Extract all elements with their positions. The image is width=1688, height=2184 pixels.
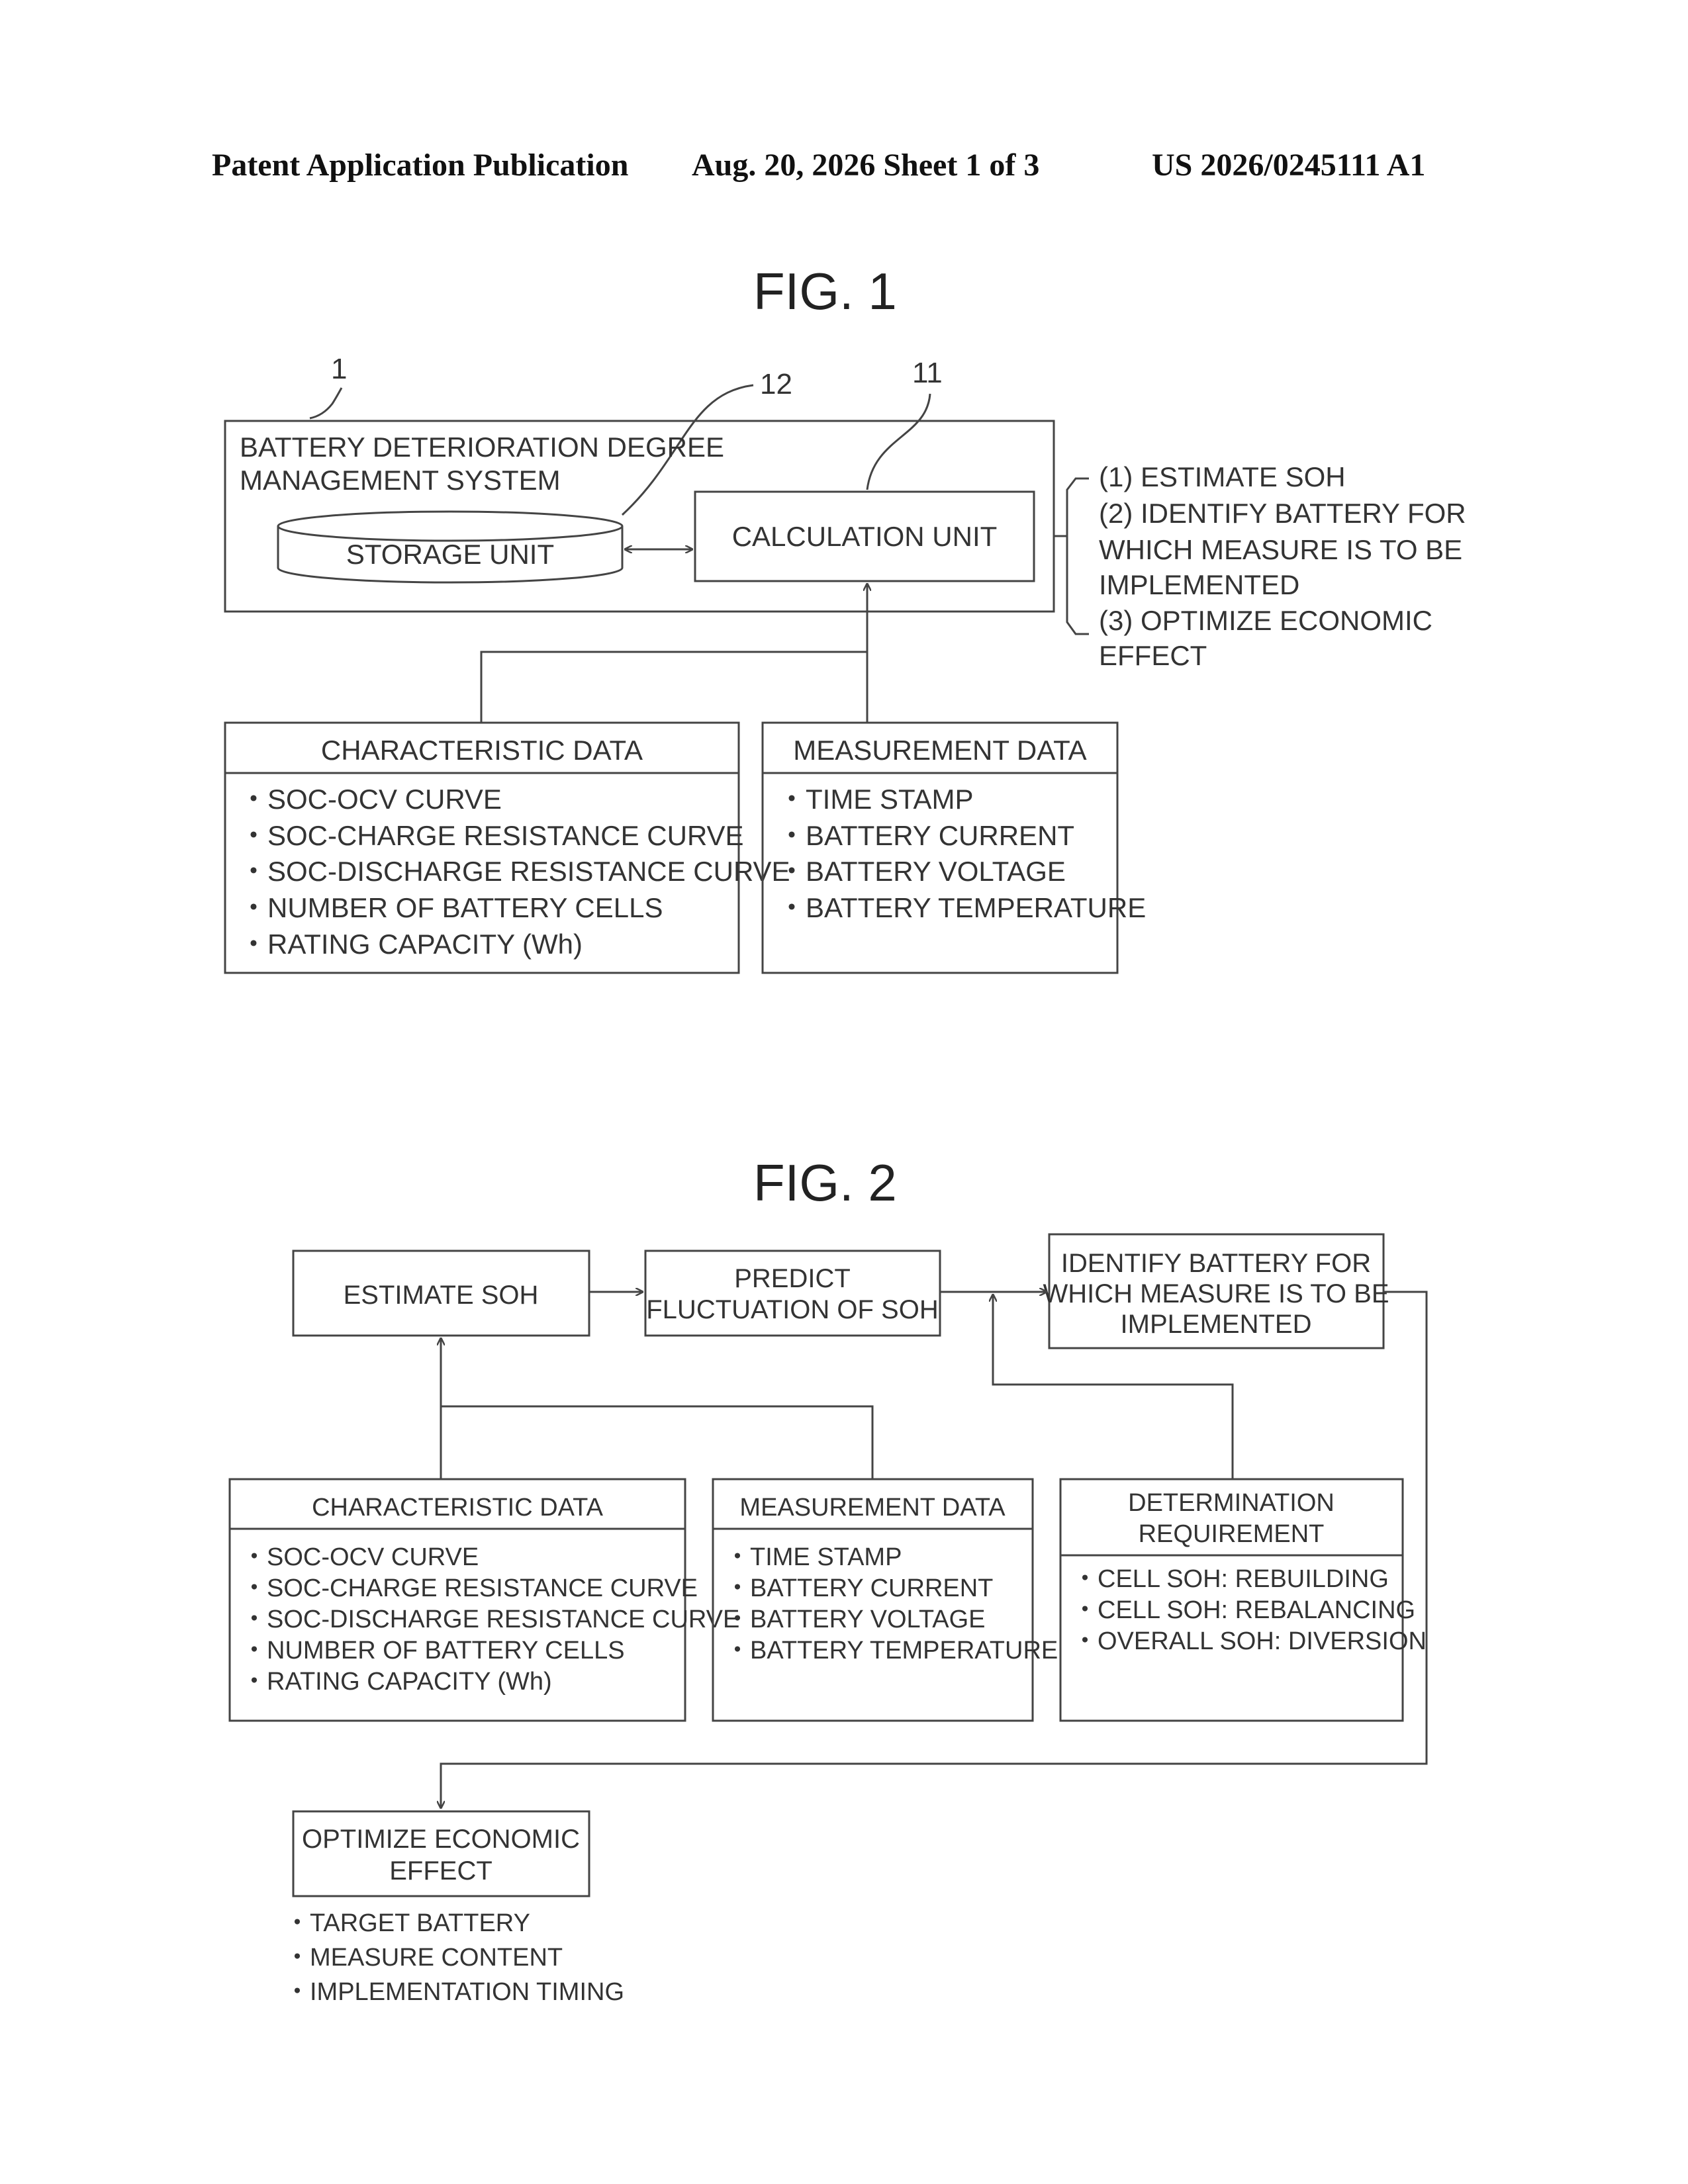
fig1-char-item: ・SOC-DISCHARGE RESISTANCE CURVE <box>240 856 790 887</box>
fig1-calc-label: CALCULATION UNIT <box>732 521 998 552</box>
fig2-char-item: ・NUMBER OF BATTERY CELLS <box>242 1637 625 1664</box>
fig2-optimize-item: ・IMPLEMENTATION TIMING <box>285 1978 624 2006</box>
fig1-storage-label: STORAGE UNIT <box>346 539 554 570</box>
fig1-char-item: ・SOC-CHARGE RESISTANCE CURVE <box>240 820 744 851</box>
fig1-storage-unit: STORAGE UNIT <box>278 512 622 582</box>
fig2-det-item: ・CELL SOH: REBUILDING <box>1072 1565 1389 1593</box>
fig2-characteristic-data: CHARACTERISTIC DATA ・SOC-OCV CURVE ・SOC-… <box>230 1479 739 1721</box>
fig1-char-item: ・RATING CAPACITY (Wh) <box>240 929 583 960</box>
fig1-ref-calc: 11 <box>912 357 943 389</box>
fig1-system-label-line1: BATTERY DETERIORATION DEGREE <box>240 432 724 463</box>
fig2-optimize-item: ・TARGET BATTERY <box>285 1909 530 1937</box>
fig2-predict-line2: FLUCTUATION OF SOH <box>646 1295 938 1324</box>
fig1-char-connector <box>481 652 867 723</box>
fig2-meas-item: ・BATTERY TEMPERATURE <box>725 1637 1058 1664</box>
fig1-meas-title: MEASUREMENT DATA <box>793 735 1086 766</box>
fig2-estimate-label: ESTIMATE SOH <box>344 1281 539 1310</box>
fig1-diagram: 1 12 11 BATTERY DETERIORATION DEGREE MAN… <box>225 353 1466 973</box>
fig2-det-item: ・CELL SOH: REBALANCING <box>1072 1596 1415 1624</box>
fig1-char-title: CHARACTERISTIC DATA <box>321 735 643 766</box>
fig2-identify-to-optimize-arrow <box>441 1292 1427 1808</box>
fig1-char-item: ・SOC-OCV CURVE <box>240 784 502 815</box>
fig1-ref-system: 1 <box>331 353 347 385</box>
fig2-identify-line2: WHICH MEASURE IS TO BE <box>1043 1279 1389 1308</box>
fig1-meas-item: ・BATTERY VOLTAGE <box>778 856 1066 887</box>
fig1-characteristic-data: CHARACTERISTIC DATA ・SOC-OCV CURVE ・SOC-… <box>225 723 790 973</box>
fig2-det-item: ・OVERALL SOH: DIVERSION <box>1072 1627 1427 1655</box>
fig2-diagram: ESTIMATE SOH PREDICT FLUCTUATION OF SOH … <box>230 1234 1427 2006</box>
fig2-optimize-line2: EFFECT <box>389 1856 492 1886</box>
fig2-meas-item: ・BATTERY VOLTAGE <box>725 1606 985 1633</box>
fig2-meas-item: ・BATTERY CURRENT <box>725 1574 993 1602</box>
fig1-measurement-data: MEASUREMENT DATA ・TIME STAMP ・BATTERY CU… <box>763 723 1146 973</box>
fig2-meas-item: ・TIME STAMP <box>725 1543 902 1571</box>
fig2-char-item: ・SOC-OCV CURVE <box>242 1543 479 1571</box>
fig2-char-item: ・SOC-CHARGE RESISTANCE CURVE <box>242 1574 698 1602</box>
fig1-function-2a: (2) IDENTIFY BATTERY FOR <box>1099 498 1466 529</box>
fig2-measurement-data: MEASUREMENT DATA ・TIME STAMP ・BATTERY CU… <box>713 1479 1058 1721</box>
fig2-det-title-line2: REQUIREMENT <box>1139 1520 1325 1548</box>
fig1-leader-system <box>310 388 342 418</box>
fig1-function-1: (1) ESTIMATE SOH <box>1099 461 1346 492</box>
fig1-bracket <box>1067 478 1089 634</box>
fig2-optimize-line1: OPTIMIZE ECONOMIC <box>302 1825 580 1854</box>
fig1-ref-storage: 12 <box>760 368 792 400</box>
fig2-char-item: ・RATING CAPACITY (Wh) <box>242 1668 552 1696</box>
fig1-function-2b: WHICH MEASURE IS TO BE <box>1099 534 1462 565</box>
fig1-char-item: ・NUMBER OF BATTERY CELLS <box>240 892 663 923</box>
fig1-storage-top <box>278 512 622 541</box>
fig2-predict-line1: PREDICT <box>734 1264 851 1293</box>
fig1-meas-item: ・BATTERY TEMPERATURE <box>778 892 1146 923</box>
fig2-identify-line3: IMPLEMENTED <box>1121 1310 1312 1339</box>
fig2-meas-connector <box>441 1406 872 1479</box>
fig1-meas-item: ・BATTERY CURRENT <box>778 820 1074 851</box>
fig2-char-item: ・SOC-DISCHARGE RESISTANCE CURVE <box>242 1606 739 1633</box>
fig2-identify-line1: IDENTIFY BATTERY FOR <box>1061 1249 1371 1278</box>
fig1-leader-calc <box>867 394 930 490</box>
fig1-function-3a: (3) OPTIMIZE ECONOMIC <box>1099 605 1432 636</box>
fig2-det-title-line1: DETERMINATION <box>1128 1489 1335 1517</box>
fig2-determination-requirement: DETERMINATION REQUIREMENT ・CELL SOH: REB… <box>1060 1479 1427 1721</box>
fig1-meas-item: ・TIME STAMP <box>778 784 974 815</box>
fig1-function-3b: EFFECT <box>1099 640 1207 671</box>
fig2-meas-title: MEASUREMENT DATA <box>739 1494 1006 1522</box>
fig1-function-2c: IMPLEMENTED <box>1099 569 1299 600</box>
fig2-optimize-item: ・MEASURE CONTENT <box>285 1944 563 1972</box>
fig2-char-title: CHARACTERISTIC DATA <box>312 1494 603 1522</box>
fig1-system-label-line2: MANAGEMENT SYSTEM <box>240 465 561 496</box>
